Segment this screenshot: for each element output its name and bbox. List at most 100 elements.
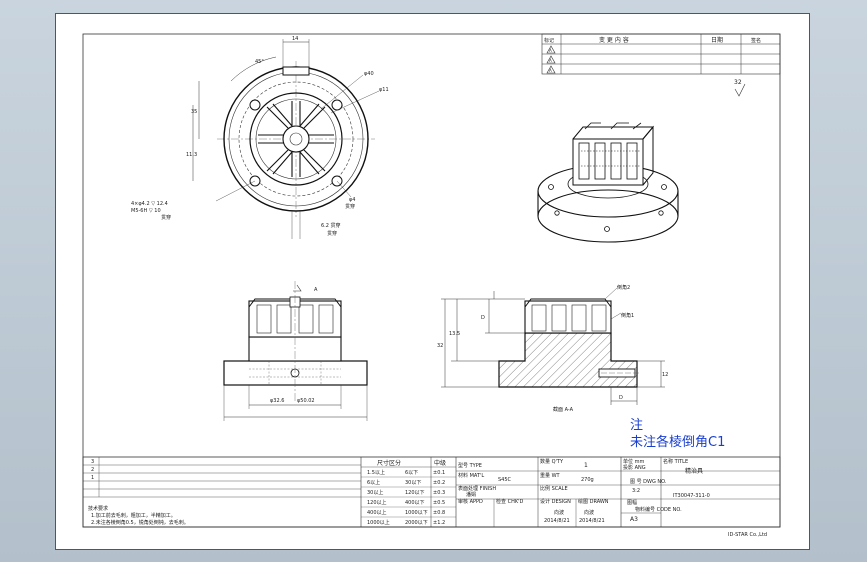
dim-62: 6.2 贯穿 [321,222,341,229]
size-row-grade: ±0.8 [433,510,445,516]
dim-dia-11: φ11 [379,87,389,93]
code-label: 物料编号 CODE NO. [635,506,682,513]
size-row-upper: 30以下 [405,480,421,486]
rev-triangle-1: A [546,45,556,54]
qty-label: 数量 Q'TY [540,458,564,465]
rev-row-2: A [549,58,552,63]
size-row-grade: ±0.5 [433,500,445,506]
scale-value: 3:2 [632,488,640,494]
material-value: S45C [498,477,512,483]
dim-dia-4-note: 贯穿 [345,203,355,210]
size-row-range: 30以上 [367,489,383,496]
angle-label: 投影 ANG [623,464,646,471]
size-row-grade: ±0.3 [433,490,445,496]
weight-value: 270g [581,477,594,483]
rev-row-3: A [549,68,552,73]
section-label: 截面 A-A [553,406,574,413]
section-view: 32 13.5 D 12 D 倒角2 倒角1 截面 A-A [437,284,668,413]
surface-roughness-symbol: 32 [734,79,746,97]
rev-triangle-3: A [546,65,556,74]
designer: 向波 [554,509,564,516]
type-label: 型号 TYPE [458,462,482,469]
size-row-upper: 120以下 [405,490,425,496]
dim-62-note: 贯穿 [327,230,337,237]
qty-value: 1 [584,462,588,469]
rev-header-mark: 标记 [544,37,554,44]
dim-113: 11.3 [186,152,197,158]
rev-header-sign: 签名 [751,37,761,44]
dim-angle: 45° [255,59,264,65]
size-row-grade: ±0.1 [433,470,445,476]
size-row-range: 1.5以上 [367,469,385,476]
tech-req-1: 1.加工前去毛刺，粗加工，半精加工。 [91,512,176,519]
sec-dim-12: 12 [662,372,668,378]
drawer: 向波 [584,509,594,516]
size-row-grade: ±0.2 [433,480,445,486]
chamfer-1-label: 倒角1 [621,312,634,319]
dim-dia-40: φ40 [364,71,374,77]
hole-note-1: 4×φ4.2 ▽ 12.4 [131,201,168,207]
date-2: 2014/8/21 [579,518,605,524]
hole-note-3: 贯穿 [161,214,171,221]
dwg-no-value: IT30047-311-0 [673,493,710,499]
rev-header-content: 变 更 内 容 [599,36,629,44]
top-view: 14 45° φ40 φ11 35 11.3 4×φ4.2 ▽ 12.4 M5-… [131,36,389,239]
rev-triangle-2: A [546,55,556,64]
size-row-range: 120以上 [367,499,387,506]
sec-dim-d: D [481,315,485,321]
note-text: 未注各棱倒角C1 [630,434,725,450]
hole-note-2: M5-6H ▽ 10 [131,208,161,214]
approved-value: 潘娟 [466,491,476,498]
note-title: 注 [630,418,643,433]
dwg-no-label: 图 号 DWG NO. [630,479,667,485]
size-row-upper: 1000以下 [405,510,428,516]
dim-top-width: 14 [292,36,298,42]
size-row-grade: ±1.2 [433,520,445,526]
isometric-view [537,122,679,243]
size-table: 1.5以上 6以下 ±0.1 6以上 30以下 ±0.2 30以上 120以下 ±0.3 120以… [361,469,456,528]
size-value: A3 [630,516,638,523]
design-label: 设计 DESIGN [540,498,571,505]
title-value: 精治具 [685,467,703,475]
front-dia-1: φ32.6 [270,398,284,404]
revision-block: 标记 变 更 内 容 日期 签名 A A A [541,33,781,75]
weight-label: 重量 WT [540,472,561,479]
left-row-2: 2 [91,467,94,473]
size-label: 图幅 [627,499,637,506]
sec-dim-d2: D [619,395,623,401]
company-name: ID-STAR Co.,Ltd [728,532,767,538]
sec-dim-135: 13.5 [449,331,460,337]
rev-header-date: 日期 [711,36,723,44]
size-row-range: 1000以上 [367,519,390,526]
front-view: A φ32.6 φ50.02 [223,281,368,421]
left-row-1: 1 [91,475,94,481]
size-row-range: 400以上 [367,509,387,516]
approved-label: 审核 APPD [458,498,483,505]
title-label: 名称 TITLE [663,458,688,465]
dim-dia-4: φ4 [349,197,355,203]
rev-row-1: A [549,48,552,53]
title-block: 3 2 1 技术要求 1.加工前去毛刺，粗加工，半精加工。 2.未注各棱倒角0.… [82,456,781,528]
left-row-3: 3 [91,459,94,465]
date-1: 2014/8/21 [544,518,570,524]
size-header: 尺寸区分 [377,459,401,467]
tech-req-title: 技术要求 [88,505,108,512]
finish-label: 表面处理 FINISH [458,485,496,492]
grade-header: 中级 [434,459,446,467]
size-row-upper: 400以下 [405,500,425,506]
tech-req-2: 2.未注各棱倒角0.5，锐角处倒钝，去毛刺。 [91,519,189,526]
scale-label: 比例 SCALE [540,485,568,492]
sec-dim-32: 32 [437,343,443,349]
drawn-label: 绘图 DRAWN [578,498,609,505]
roughness-value: 32 [734,79,742,86]
size-row-upper: 6以下 [405,470,418,476]
front-label-a: A [314,287,318,293]
size-row-range: 6以上 [367,479,380,486]
drawing-sheet: 标记 变 更 内 容 日期 签名 A A A 32 [55,13,810,550]
unit-label: 单位 mm [623,458,644,465]
size-row-upper: 2000以下 [405,520,428,526]
inner-border [82,33,781,528]
dim-35: 35 [191,109,197,115]
front-dia-2: φ50.02 [297,398,315,404]
checked-label: 检查 CHK'D [496,498,523,505]
